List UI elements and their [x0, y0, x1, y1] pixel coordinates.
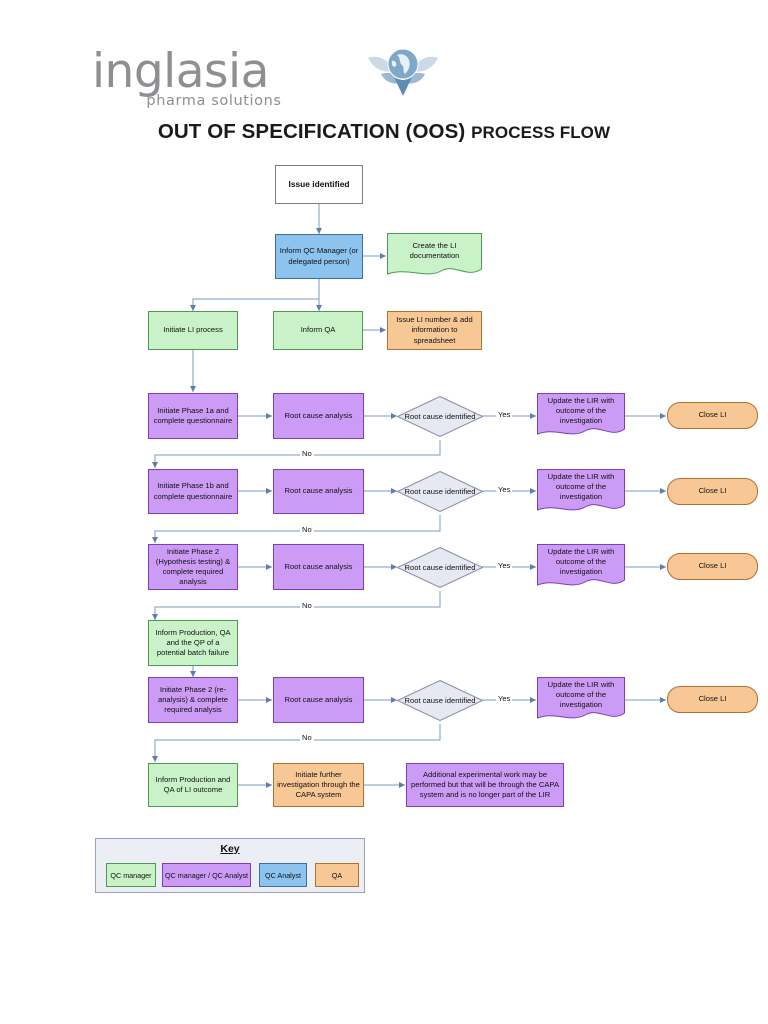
node-update-lir-2-label: Update the LIR with outcome of the inves…: [547, 546, 615, 576]
node-close-li-1a[interactable]: Close LI: [667, 402, 758, 429]
edge-label-no-2re: No: [300, 733, 314, 742]
brand-name: inglasia: [92, 44, 269, 99]
node-initiate-phase-2-reanalysis[interactable]: Initiate Phase 2 (re-analysis) & complet…: [148, 677, 238, 723]
node-initiate-phase-2[interactable]: Initiate Phase 2 (Hypothesis testing) & …: [148, 544, 238, 590]
edge-label-yes-2: Yes: [496, 561, 513, 570]
page-title-suffix: PROCESS FLOW: [471, 123, 611, 142]
node-create-li-documentation[interactable]: Create the LI documentation: [387, 233, 482, 279]
node-initiate-li-process[interactable]: Initiate LI process: [148, 311, 238, 350]
node-root-cause-identified-2re-label: Root cause identified: [404, 695, 476, 705]
node-root-cause-analysis-2[interactable]: Root cause analysis: [273, 544, 364, 590]
edge-label-no-2: No: [300, 601, 314, 610]
node-inform-production-qp[interactable]: Inform Production, QA and the QP of a po…: [148, 620, 238, 666]
node-update-lir-1b-label: Update the LIR with outcome of the inves…: [547, 471, 615, 501]
node-update-lir-1a-label: Update the LIR with outcome of the inves…: [547, 395, 615, 425]
node-inform-production-qa[interactable]: Inform Production and QA of LI outcome: [148, 763, 238, 807]
edge-label-yes-1a: Yes: [496, 410, 513, 419]
node-initiate-phase-1b[interactable]: Initiate Phase 1b and complete questionn…: [148, 469, 238, 514]
brand-logo: inglasia pharma solutions: [92, 44, 438, 120]
node-initiate-capa[interactable]: Initiate further investigation through t…: [273, 763, 364, 807]
node-additional-experimental-work[interactable]: Additional experimental work may be perf…: [406, 763, 564, 807]
node-root-cause-analysis-1b[interactable]: Root cause analysis: [273, 469, 364, 514]
node-close-li-1b[interactable]: Close LI: [667, 478, 758, 505]
key-item-qc-analyst: QC Analyst: [259, 863, 307, 887]
brand-tagline: pharma solutions: [146, 93, 282, 109]
page-title: OUT OF SPECIFICATION (OOS) PROCESS FLOW: [0, 120, 768, 144]
node-initiate-phase-1a[interactable]: Initiate Phase 1a and complete questionn…: [148, 393, 238, 439]
node-update-lir-2re[interactable]: Update the LIR with outcome of the inves…: [537, 677, 625, 723]
node-root-cause-identified-1b-label: Root cause identified: [404, 486, 476, 496]
key-item-qc-manager: QC manager: [106, 863, 156, 887]
node-root-cause-analysis-1a[interactable]: Root cause analysis: [273, 393, 364, 439]
key-legend-panel: Key QC manager QC manager / QC Analyst Q…: [95, 838, 365, 893]
node-root-cause-identified-2re[interactable]: Root cause identified: [397, 680, 483, 721]
node-update-lir-2[interactable]: Update the LIR with outcome of the inves…: [537, 544, 625, 590]
node-root-cause-identified-1a[interactable]: Root cause identified: [397, 396, 483, 437]
node-inform-qa[interactable]: Inform QA: [273, 311, 363, 350]
node-inform-qc-manager[interactable]: Inform QC Manager (or delegated person): [275, 234, 363, 279]
key-item-qa: QA: [315, 863, 359, 887]
node-update-lir-1b[interactable]: Update the LIR with outcome of the inves…: [537, 469, 625, 515]
node-close-li-2[interactable]: Close LI: [667, 553, 758, 580]
page-title-main: OUT OF SPECIFICATION (OOS): [157, 120, 472, 143]
node-create-li-documentation-label: Create the LI documentation: [409, 240, 460, 260]
key-title: Key: [220, 843, 240, 855]
node-root-cause-identified-1a-label: Root cause identified: [404, 411, 476, 421]
node-root-cause-analysis-2re[interactable]: Root cause analysis: [273, 677, 364, 723]
edge-label-no-1b: No: [300, 525, 314, 534]
edge-label-yes-1b: Yes: [496, 485, 513, 494]
globe-wings-icon: [368, 48, 438, 96]
node-update-lir-2re-label: Update the LIR with outcome of the inves…: [547, 679, 615, 709]
edge-label-yes-2re: Yes: [496, 694, 513, 703]
node-update-lir-1a[interactable]: Update the LIR with outcome of the inves…: [537, 393, 625, 439]
node-issue-li-number[interactable]: Issue LI number & add information to spr…: [387, 311, 482, 350]
node-root-cause-identified-1b[interactable]: Root cause identified: [397, 471, 483, 512]
node-root-cause-identified-2-label: Root cause identified: [404, 562, 476, 572]
key-item-qc-manager-qc-analyst: QC manager / QC Analyst: [162, 863, 251, 887]
node-close-li-2re[interactable]: Close LI: [667, 686, 758, 713]
edge-label-no-1a: No: [300, 449, 314, 458]
node-issue-identified[interactable]: Issue identified: [275, 165, 363, 204]
node-root-cause-identified-2[interactable]: Root cause identified: [397, 547, 483, 588]
